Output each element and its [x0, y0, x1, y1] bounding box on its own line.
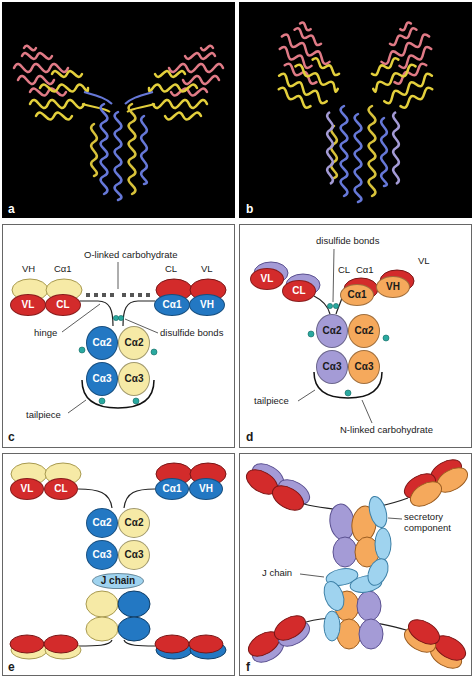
- domain-oval: CL: [45, 294, 81, 316]
- domain-name: Cα3: [93, 550, 112, 560]
- domain-label: VL: [418, 256, 430, 267]
- j-chain-oval: J chain: [92, 573, 144, 589]
- domain-name: Cα3: [323, 362, 342, 372]
- callout-label: O-linked carbohydrate: [84, 250, 177, 261]
- domain-oval: CL: [282, 280, 316, 302]
- callout-label: hinge: [34, 328, 57, 339]
- domain-name: CL: [292, 286, 305, 296]
- domain-name: Cα2: [355, 326, 374, 336]
- domain-oval: VL: [10, 294, 46, 316]
- domain-name: VL: [21, 484, 34, 494]
- callout-label: secretory component: [404, 512, 466, 534]
- domain-label: CL: [165, 264, 177, 275]
- domain-name: VH: [200, 300, 214, 310]
- domain-oval: VH: [189, 478, 223, 500]
- panel-letter: b: [246, 202, 253, 216]
- domain-name: Cα3: [125, 374, 144, 384]
- callout-label: tailpiece: [254, 396, 289, 407]
- panel-letter: f: [246, 660, 250, 674]
- domain-name: Cα1: [348, 290, 367, 300]
- domain-name: VH: [386, 282, 400, 292]
- domain-name: Cα2: [93, 518, 112, 528]
- domain-name: Cα3: [93, 374, 112, 384]
- domain-oval: Cα2: [316, 314, 348, 348]
- domain-label: Cα1: [356, 265, 374, 276]
- domain-label: CL: [338, 265, 350, 276]
- domain-name: Cα2: [93, 338, 112, 348]
- domain-oval: Cα3: [118, 362, 150, 396]
- domain-oval: Cα3: [86, 540, 118, 570]
- panel-letter: c: [8, 430, 15, 444]
- domain-label: VH: [22, 264, 35, 275]
- domain-oval: VH: [376, 276, 410, 298]
- callout-label: disulfide bonds: [160, 328, 223, 339]
- panel-letter: a: [8, 202, 15, 216]
- domain-name: Cα2: [125, 338, 144, 348]
- domain-oval: VH: [189, 294, 225, 316]
- domain-name: CL: [54, 484, 67, 494]
- domain-oval: Cα3: [316, 350, 348, 384]
- domain-oval: Cα3: [86, 362, 118, 396]
- domain-name: Cα2: [323, 326, 342, 336]
- domain-oval: VL: [250, 268, 284, 290]
- domain-oval: VL: [10, 478, 44, 500]
- callout-label: N-linked carbohydrate: [340, 425, 433, 436]
- domain-name: VL: [261, 274, 274, 284]
- domain-name: VL: [22, 300, 35, 310]
- domain-oval: Cα3: [348, 350, 380, 384]
- domain-name: J chain: [101, 576, 135, 586]
- panel-letter: e: [8, 660, 15, 674]
- callout-label: tailpiece: [26, 410, 61, 421]
- domain-name: Cα3: [355, 362, 374, 372]
- domain-name: VH: [199, 484, 213, 494]
- domain-name: Cα2: [125, 518, 144, 528]
- domain-oval: Cα1: [154, 294, 190, 316]
- domain-oval: Cα2: [86, 508, 118, 538]
- domain-label: VL: [201, 264, 213, 275]
- domain-oval: Cα1: [155, 478, 189, 500]
- domain-oval: Cα2: [86, 326, 118, 360]
- callout-label: disulfide bonds: [316, 236, 379, 247]
- domain-oval: Cα2: [118, 326, 150, 360]
- domain-name: CL: [56, 300, 69, 310]
- domain-label: Cα1: [54, 264, 72, 275]
- panel-letter: d: [246, 430, 253, 444]
- domain-oval: Cα3: [118, 540, 150, 570]
- domain-oval: Cα2: [348, 314, 380, 348]
- domain-name: Cα3: [125, 550, 144, 560]
- domain-oval: CL: [44, 478, 78, 500]
- domain-oval: Cα2: [118, 508, 150, 538]
- domain-name: Cα1: [163, 300, 182, 310]
- callout-label: J chain: [262, 568, 292, 579]
- domain-oval: Cα1: [340, 284, 374, 306]
- domain-name: Cα1: [163, 484, 182, 494]
